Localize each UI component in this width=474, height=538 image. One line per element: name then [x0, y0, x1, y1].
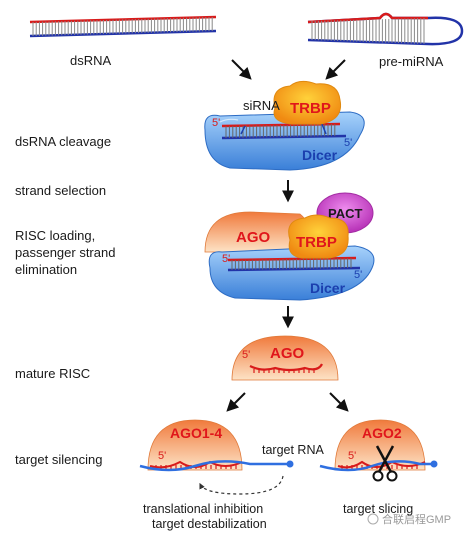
outcome-translational-inhibition: translational inhibition: [143, 502, 263, 516]
five-prime-label: 5': [354, 269, 362, 281]
ago2-complex: [334, 419, 426, 471]
target-rna-right: [319, 460, 438, 472]
outcome-target-slicing: target slicing: [343, 502, 413, 516]
five-prime-label: 5': [242, 349, 250, 361]
sirna-label: siRNA: [243, 98, 280, 113]
ago2-label: AGO2: [362, 425, 402, 441]
trbp-protein-2: [288, 214, 349, 259]
ago-mature-risc: [231, 335, 339, 381]
watermark-text: 合联启程GMP: [382, 512, 451, 526]
trbp-protein-1: [273, 80, 342, 125]
dashed-feedback-arrow: [199, 475, 284, 495]
pre-mirna-label: pre-miRNA: [379, 54, 444, 69]
pact-label: PACT: [328, 206, 362, 221]
arrow-to-ago14: [226, 392, 246, 412]
step-cleavage-label: dsRNA cleavage: [15, 134, 111, 149]
step-selection-label: strand selection: [15, 183, 106, 198]
outcome-target-destabilization: target destabilization: [152, 517, 267, 531]
dicer-label-2: Dicer: [310, 280, 346, 296]
trbp-label-1: TRBP: [290, 100, 331, 117]
step-silencing-label: target silencing: [15, 452, 102, 467]
ago-label-mature: AGO: [270, 345, 305, 362]
pre-mirna-hairpin: [307, 12, 464, 46]
five-prime-label: 5': [348, 450, 356, 462]
dsrna-label: dsRNA: [70, 53, 112, 68]
step-loading-label-1: RISC loading,: [15, 228, 95, 243]
scissors-icon: [372, 445, 398, 482]
arrow-dsrna-to-dicer: [231, 59, 252, 80]
watermark-logo: 合联启程GMP: [367, 512, 451, 526]
dicer-complex-2: [208, 245, 375, 301]
step-loading-label-3: elimination: [15, 262, 77, 277]
five-prime-label: 5': [158, 450, 166, 462]
five-prime-label: 5': [344, 137, 352, 149]
target-rna-left: [139, 460, 294, 472]
five-prime-label: 5': [212, 117, 220, 129]
dicer-complex-1: [204, 111, 365, 171]
dicer-label-1: Dicer: [302, 147, 338, 163]
arrow-premirna-to-dicer: [325, 59, 346, 80]
ago-label-loading: AGO: [236, 229, 271, 246]
trbp-label-2: TRBP: [296, 234, 337, 251]
step-loading-label-2: passenger strand: [15, 245, 115, 260]
target-rna-label: target RNA: [262, 443, 324, 457]
dsrna-duplex: [29, 15, 217, 38]
ago14-label: AGO1-4: [170, 425, 222, 441]
step-mature-label: mature RISC: [15, 366, 90, 381]
five-prime-label: 5': [222, 253, 230, 265]
arrow-to-ago2: [329, 392, 349, 412]
